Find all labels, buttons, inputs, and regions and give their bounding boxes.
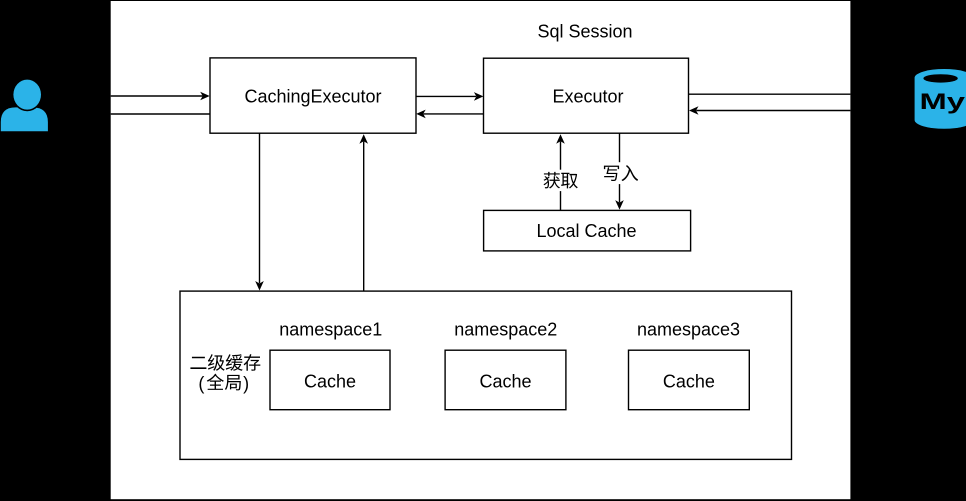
svg-text:Executor: Executor (552, 87, 623, 107)
svg-text:namespace1: namespace1 (279, 319, 382, 339)
svg-text:(: ( (198, 373, 204, 393)
svg-text:My: My (920, 89, 966, 114)
svg-text:): ) (243, 373, 249, 393)
svg-text:Local Cache: Local Cache (536, 221, 636, 241)
svg-text:Cache: Cache (304, 372, 356, 392)
svg-text:CachingExecutor: CachingExecutor (244, 87, 381, 107)
svg-text:namespace2: namespace2 (454, 319, 557, 339)
svg-text:Cache: Cache (663, 372, 715, 392)
svg-text:Sql Session: Sql Session (537, 21, 632, 41)
svg-text:Cache: Cache (479, 372, 531, 392)
svg-text:namespace3: namespace3 (637, 319, 740, 339)
